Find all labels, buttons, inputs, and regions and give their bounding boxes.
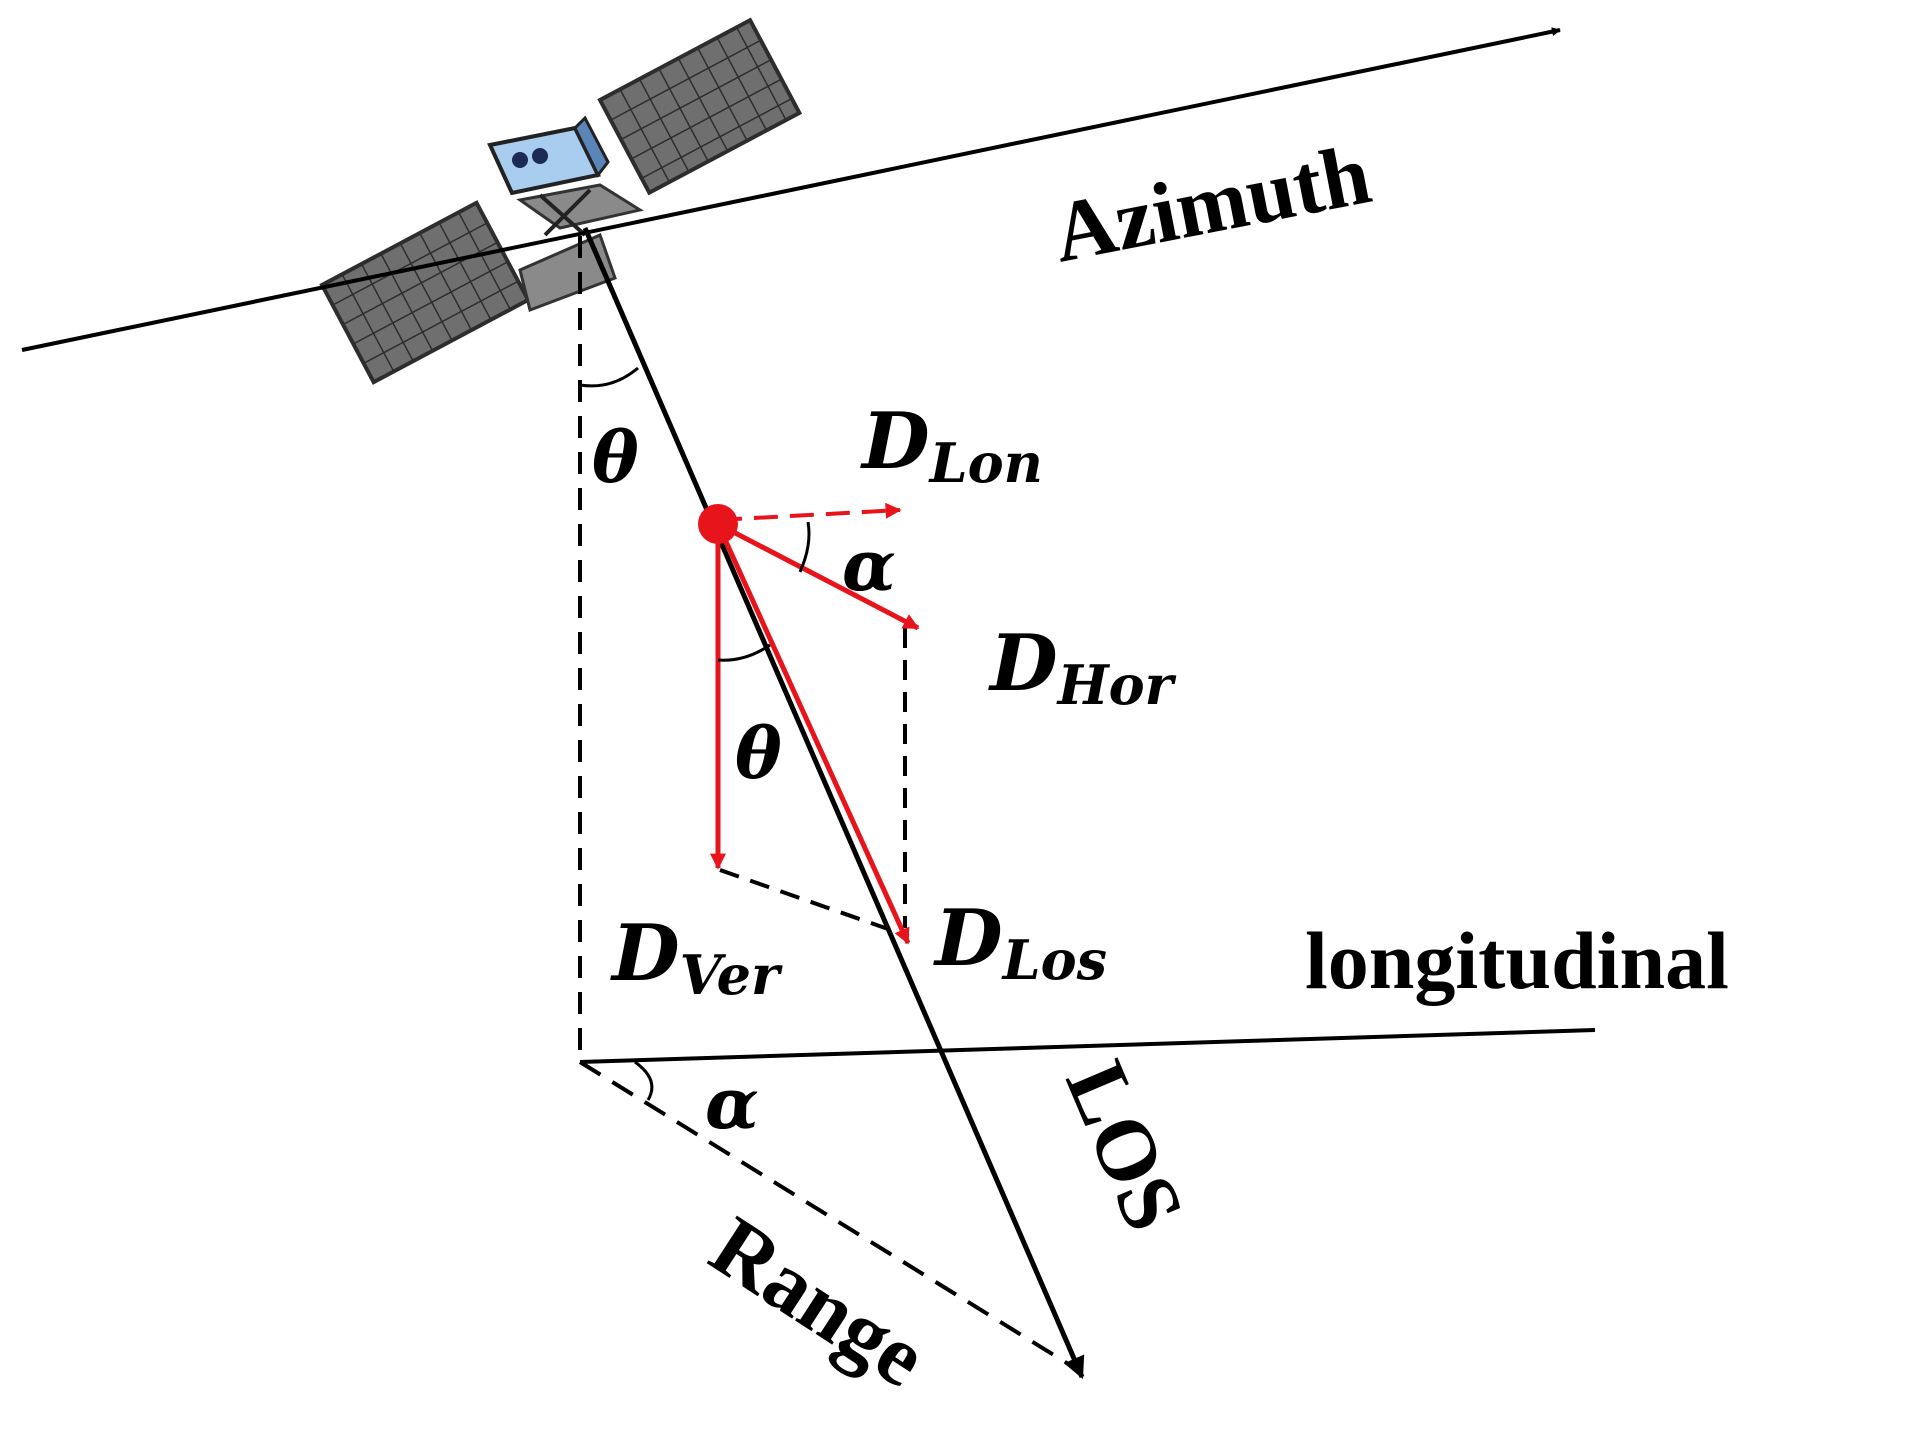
- d-ver-label: DVer: [610, 908, 783, 1007]
- alpha-top-label: α: [842, 524, 896, 607]
- range-dashed-line: [578, 1060, 1080, 1372]
- alpha-bottom-label: α: [705, 1062, 759, 1145]
- theta-arc-top: [579, 366, 639, 388]
- solar-panel-left: [319, 200, 531, 385]
- ver-to-los-dashed: [719, 868, 906, 937]
- displacement-vectors: [698, 502, 920, 945]
- alpha-arc-top: [798, 521, 811, 573]
- d-lon-label: DLon: [860, 396, 1043, 495]
- target-point: [698, 504, 738, 544]
- range-label: Range: [695, 1197, 944, 1405]
- theta-top-label: θ: [592, 416, 639, 499]
- d-lon-vector: [717, 502, 902, 522]
- d-hor-vector: [716, 521, 920, 631]
- theta-mid-label: θ: [735, 712, 782, 795]
- longitudinal-line: [579, 1028, 1596, 1064]
- los-line: [582, 227, 1085, 1380]
- azimuth-label: Azimuth: [1045, 125, 1378, 280]
- satellite-body: [487, 115, 644, 312]
- longitudinal-label: longitudinal: [1305, 915, 1729, 1006]
- d-los-label: DLos: [933, 893, 1107, 992]
- solar-panel-right: [597, 17, 803, 196]
- theta-arc-mid: [717, 643, 771, 662]
- los-label: LOS: [1048, 1048, 1204, 1244]
- d-hor-label: DHor: [988, 618, 1177, 717]
- d-los-vector: [715, 522, 911, 945]
- alpha-arc-bottom: [634, 1060, 654, 1101]
- satellite-icon: [319, 17, 803, 385]
- azimuth-axis: [21, 27, 1561, 352]
